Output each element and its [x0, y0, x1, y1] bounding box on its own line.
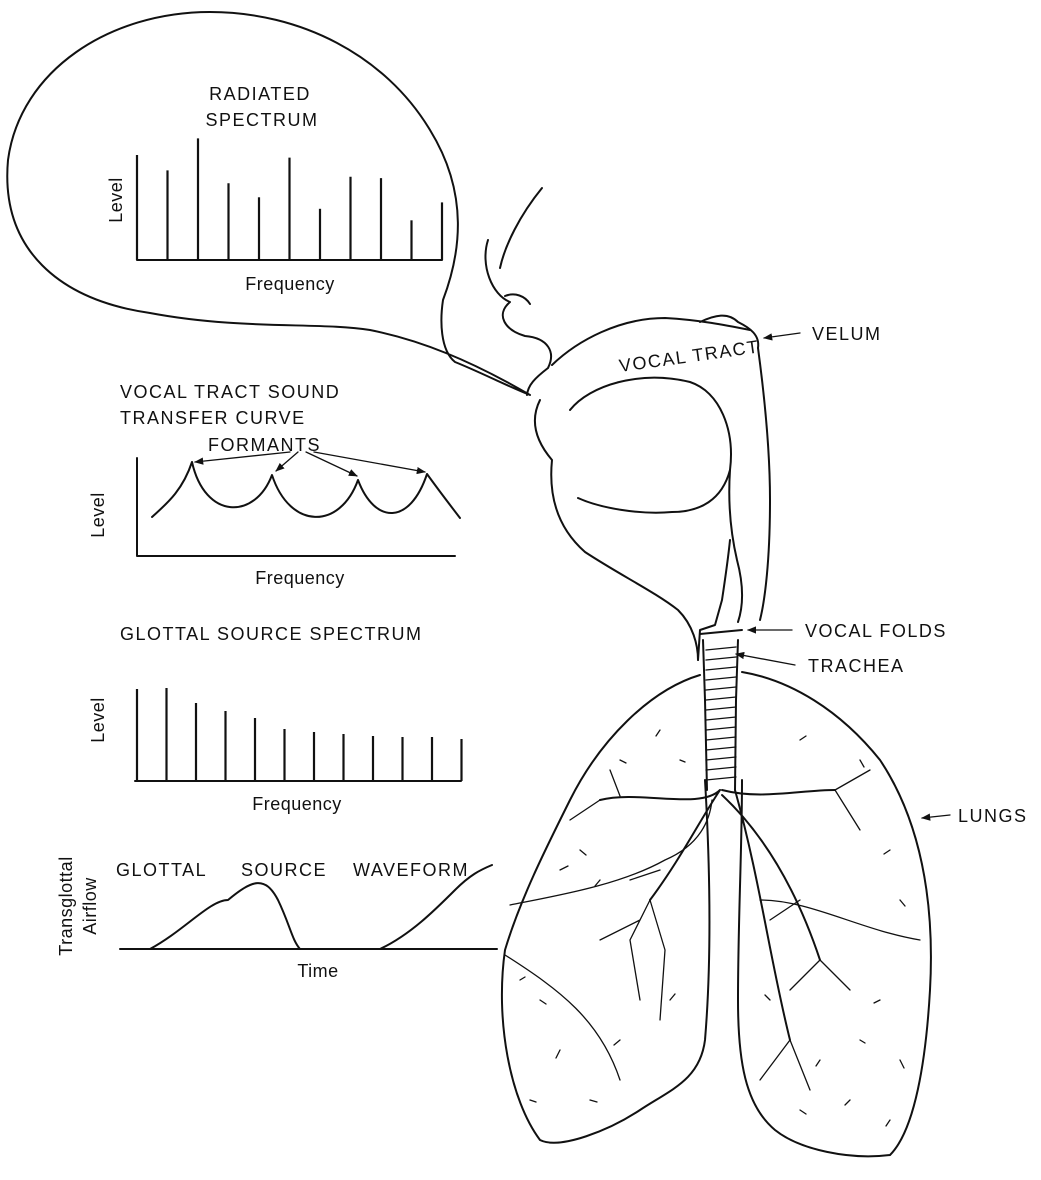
lung-texture — [520, 730, 905, 1126]
radiated-spectrum-bars — [137, 138, 442, 260]
vocal-tract-transfer-chart: VOCAL TRACT SOUND TRANSFER CURVE FORMANT… — [88, 382, 460, 588]
formants-label: FORMANTS — [208, 435, 321, 455]
transfer-curve-title-line1: VOCAL TRACT SOUND — [120, 382, 340, 402]
right-lung-lobe-line — [760, 900, 920, 940]
face-profile — [485, 240, 551, 395]
vocal-tract-label: VOCAL TRACT — [618, 336, 761, 376]
head-anatomy: VOCAL TRACT — [485, 188, 770, 790]
trachea-left — [703, 640, 707, 790]
right-lung-outline — [738, 672, 931, 1156]
waveform-pulse-1 — [150, 883, 300, 949]
lungs-arrow — [922, 815, 950, 818]
velum-label: VELUM — [812, 324, 882, 344]
glottal-spectrum-bars — [137, 688, 462, 781]
glottal-source-spectrum-chart: GLOTTAL SOURCE SPECTRUM Level Frequency — [88, 624, 462, 814]
waveform-xlabel: Time — [297, 961, 338, 981]
waveform-ylabel-line2: Airflow — [80, 877, 100, 935]
trachea-rings — [706, 647, 736, 780]
waveform-title-word2: SOURCE — [241, 860, 327, 880]
nose-profile — [500, 188, 542, 268]
epiglottis — [729, 470, 742, 622]
vocal-folds-line — [700, 630, 742, 634]
left-lung-outline — [502, 675, 710, 1143]
waveform-title-word3: WAVEFORM — [353, 860, 469, 880]
glottal-source-waveform-chart: GLOTTAL SOURCE WAVEFORM Transglottal Air… — [56, 856, 497, 981]
radiated-spectrum-ylabel: Level — [106, 177, 126, 223]
glottal-spectrum-ylabel: Level — [88, 697, 108, 743]
transfer-curve-ylabel: Level — [88, 492, 108, 538]
speech-bubble — [7, 12, 530, 395]
glottal-spectrum-title: GLOTTAL SOURCE SPECTRUM — [120, 624, 423, 644]
anatomy-labels: VELUM VOCAL FOLDS TRACHEA LUNGS — [736, 324, 1028, 826]
trachea-label: TRACHEA — [808, 656, 905, 676]
velum-arrow — [764, 333, 800, 338]
transfer-curve-title-line2: TRANSFER CURVE — [120, 408, 306, 428]
left-bronchioles — [570, 770, 665, 1020]
trachea-arrow — [736, 654, 795, 665]
radiated-spectrum-xlabel: Frequency — [245, 274, 335, 294]
formant-arrows — [195, 452, 425, 476]
lungs-label: LUNGS — [958, 806, 1028, 826]
radiated-spectrum-title-line1: RADIATED — [209, 84, 311, 104]
radiated-spectrum-chart: RADIATED SPECTRUM Level Frequency — [106, 84, 442, 294]
right-bronchioles — [760, 770, 870, 1090]
lungs-illustration — [502, 672, 931, 1156]
radiated-spectrum-title-line2: SPECTRUM — [205, 110, 318, 130]
tongue-outline — [570, 378, 731, 513]
vocal-folds-label: VOCAL FOLDS — [805, 621, 947, 641]
bronchi — [600, 790, 835, 1040]
lower-lip-chin — [535, 400, 698, 660]
glottal-spectrum-xlabel: Frequency — [252, 794, 342, 814]
left-lung-lobe-line-lower — [505, 955, 620, 1080]
formant-arrow-4 — [314, 452, 425, 472]
transfer-curve-xlabel: Frequency — [255, 568, 345, 588]
waveform-ylabel-line1: Transglottal — [56, 856, 76, 955]
waveform-title-word1: GLOTTAL — [116, 860, 207, 880]
pharynx-wall — [758, 348, 770, 620]
